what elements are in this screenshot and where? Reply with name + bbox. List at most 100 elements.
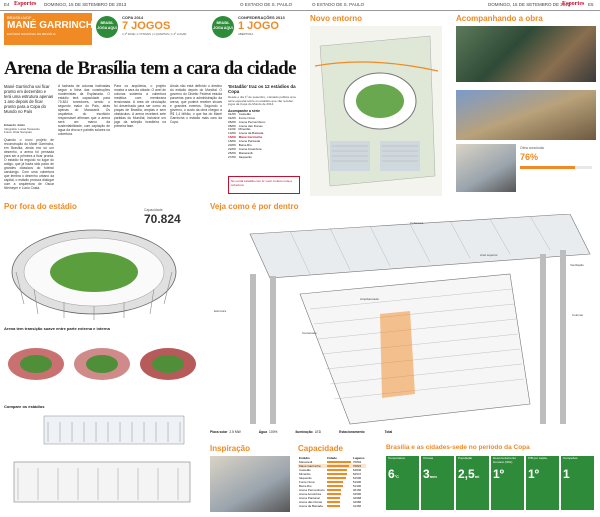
series-item-date: 06/09	[228, 119, 236, 124]
body-column-3: Para os arquitetos, o projeto mostra a c…	[114, 84, 166, 128]
stadium-name-block: BRASÍLIA/DF MANÉ GARRINCHA ESTÁDIO NACIO…	[4, 13, 101, 45]
series-item-name: Arena das Dunas	[238, 123, 263, 128]
brand-logo-left: Esportes	[14, 1, 37, 7]
series-item-name: Itaquerão	[238, 154, 252, 159]
series-item-date: 18/09	[228, 139, 236, 144]
inspiration-photo	[210, 456, 290, 512]
series-item-name: Arena Pantanal	[238, 139, 261, 144]
cap-seats: 51900	[352, 480, 362, 484]
body-column-4: Ainda não está definido o destino do est…	[170, 84, 222, 124]
series-item-name: Fonte Nova	[238, 115, 255, 120]
construction-photo-2	[456, 90, 596, 140]
transition-svg	[8, 348, 196, 380]
cap-seats: 70824	[352, 464, 362, 468]
city-stat-label: Chuvas	[423, 457, 434, 460]
cap-bar-cell	[326, 492, 352, 496]
lead-paragraph: Mané Garrincha vai ficar pronto em dezem…	[4, 84, 54, 114]
body-column-2: A fachada de colunas inclinadas segue a …	[58, 84, 110, 136]
series-item-date: 04/09	[228, 115, 236, 120]
city-stat-value: 2,5mi	[458, 467, 487, 481]
series-sidebar: 'Estadão' traz os 12 estádios da Copa De…	[228, 84, 300, 196]
city-stat-value: 1º	[493, 467, 522, 481]
site-map-svg	[310, 26, 442, 196]
left-date: DOMINGO, 15 DE SETEMBRO DE 2013	[44, 2, 127, 7]
interior-cutaway: Ventilação Cobertura Colunas Arquibancad…	[210, 213, 596, 428]
cap-stadium-name: Fonte Nova	[299, 480, 315, 484]
portal-promo[interactable]: No portal estadão.com.br você confere to…	[228, 176, 300, 194]
city-stat-number: 6	[388, 467, 395, 481]
series-item-name: Arena da Baixada	[238, 131, 264, 136]
cap-bar	[326, 476, 346, 480]
cap-seats: 44500	[352, 492, 362, 496]
byline-roles: Infografia: Lucas Tessarolo	[4, 126, 40, 131]
note-label: Água	[258, 430, 268, 434]
cap-bar-cell	[326, 480, 352, 484]
transition-caption: Arena tem transição suave entre parte ex…	[4, 326, 110, 331]
city-stat-label: Campeões	[563, 457, 578, 460]
series-item-date: 01/09	[228, 111, 236, 116]
byline: Eduardo Jobin Infografia: Lucas Tessarol…	[4, 123, 54, 135]
exterior-svg	[11, 229, 177, 320]
stadium-subtitle: ESTÁDIO NACIONAL DE BRASÍLIA	[7, 32, 56, 36]
byline-author: Eduardo Jobin	[4, 123, 25, 127]
city-stat: Desenvolvimento Humano (IDH)1º	[491, 456, 524, 510]
series-item-date: 25/09	[228, 150, 236, 155]
city-stat-unit: mm	[429, 474, 437, 479]
series-item-name: Beira-Rio	[238, 143, 252, 148]
progress-bar-fill	[520, 166, 575, 169]
city-stat-number: 1º	[528, 467, 540, 481]
copa-detail: 4 1ª FASE | 1 OITAVAS | 1 QUARTAS | 1 3º…	[122, 32, 187, 36]
top-bar: E4 Esportes DOMINGO, 15 DE SETEMBRO DE 2…	[0, 0, 600, 11]
stadium-name: MANÉ GARRINCHA	[7, 20, 101, 31]
note-label: Total	[384, 430, 393, 434]
series-item-date: 27/09	[228, 154, 236, 159]
note-value: 2.5 MW	[229, 430, 241, 434]
city-stat-unit: mi	[474, 474, 480, 479]
callout-cobertura: Cobertura	[410, 221, 424, 225]
cap-seats: 64846	[352, 468, 362, 472]
city-stat-value: 3mm	[423, 467, 452, 481]
callout-camarotes: Camarotes	[302, 331, 317, 335]
note-value: 100%	[269, 430, 278, 434]
note-item: Total	[385, 430, 395, 434]
cap-bar	[326, 464, 349, 468]
sidebar-text: Desde o dia 1º de setembro, o Estado pub…	[228, 95, 296, 107]
cap-bar-cell	[326, 484, 352, 488]
capacity-badge: Capacidade 70.824	[144, 208, 181, 226]
right-page-number: E5	[588, 2, 594, 7]
compare-diagram	[4, 412, 200, 512]
cap-bar-cell	[326, 496, 352, 500]
confed-games-block: CONFEDERAÇÕES 2013 1 JOGO ABERTURA	[238, 15, 300, 43]
cap-seats: 62547	[352, 472, 362, 476]
callout-arquibancada: Arquibancada	[360, 297, 379, 301]
series-item-name: Castelão	[238, 111, 251, 116]
brasil-joga-badge-1: BRASIL JOGA AQUI	[96, 16, 118, 38]
sidebar-title: 'Estadão' traz os 12 estádios da Copa	[228, 84, 296, 94]
cap-bar	[326, 504, 340, 508]
city-stat-value: 6ºC	[388, 467, 417, 481]
cap-bar-cell	[326, 460, 352, 464]
section-por-dentro: Veja como é por dentro	[210, 202, 299, 211]
city-stat-label: População	[458, 457, 473, 460]
series-item-name: Arena Amazônia	[238, 146, 262, 151]
cap-bar-cell	[326, 500, 352, 504]
cap-stadium-name: Arena da Baixada	[299, 504, 323, 508]
table-row: Fonte Nova 51900	[298, 480, 366, 484]
